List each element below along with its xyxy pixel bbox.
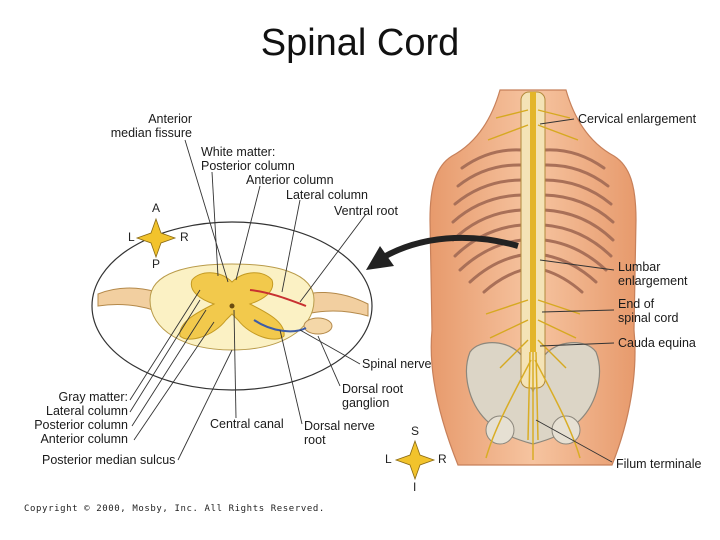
orientation-superior: S <box>411 424 420 438</box>
cross-section <box>91 221 373 391</box>
orientation-posterior: P <box>152 257 161 271</box>
orientation-right: R <box>180 230 189 244</box>
copyright-notice: Copyright © 2000, Mosby, Inc. All Rights… <box>24 504 325 514</box>
section-ellipse <box>91 221 373 391</box>
leader-lines <box>129 118 615 463</box>
cauda-equina-fibers <box>485 351 581 460</box>
label-gray-matter: Gray matter: Lateral column Posterior co… <box>34 390 128 446</box>
label-filum-terminale: Filum terminale <box>616 457 702 471</box>
label-white-matter-posterior-column: White matter: Posterior column <box>201 145 295 173</box>
label-ventral-root: Ventral root <box>334 204 398 218</box>
label-cervical-enlargement: Cervical enlargement <box>578 112 697 126</box>
label-central-canal: Central canal <box>210 417 284 431</box>
label-anterior-median-fissure: Anterior median fissure <box>110 112 192 140</box>
orientation-body-left: L <box>385 452 392 466</box>
back-illustration <box>429 89 637 466</box>
central-canal-dot <box>229 303 235 309</box>
label-lumbar-enlargement: Lumbar enlargement <box>618 260 688 288</box>
label-dorsal-root-ganglion: Dorsal root ganglion <box>342 382 404 410</box>
label-spinal-nerve: Spinal nerve <box>362 357 432 371</box>
label-end-of-spinal-cord: End of spinal cord <box>618 297 679 325</box>
compass-body <box>394 439 436 481</box>
label-anterior-column: Anterior column <box>246 173 334 187</box>
pointer-arrow <box>380 234 519 261</box>
dorsal-root-ganglion-shape <box>303 317 333 335</box>
page-title: Spinal Cord <box>260 22 460 64</box>
spinal-nerve-branches <box>485 109 581 369</box>
label-dorsal-nerve-root: Dorsal nerve root <box>304 419 375 447</box>
compass-cross-section <box>135 217 177 259</box>
label-lateral-column: Lateral column <box>286 188 368 202</box>
dorsal-root-fiber <box>253 319 307 333</box>
rib-cage <box>451 148 615 294</box>
orientation-left: L <box>128 230 135 244</box>
orientation-anterior: A <box>152 201 161 215</box>
orientation-inferior: I <box>413 480 417 494</box>
orientation-body-right: R <box>438 452 447 466</box>
label-posterior-median-sulcus: Posterior median sulcus <box>42 453 176 467</box>
pointer-arrowhead <box>366 246 394 270</box>
label-cauda-equina: Cauda equina <box>618 336 696 350</box>
ventral-root-fiber <box>249 289 307 307</box>
